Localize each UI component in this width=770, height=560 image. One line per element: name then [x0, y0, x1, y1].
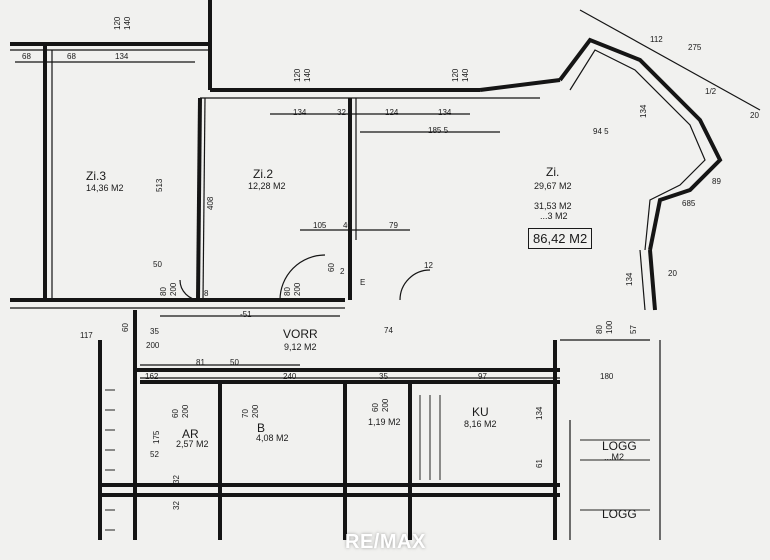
- dim-label: 175: [152, 430, 161, 444]
- dim-label: 68: [22, 52, 31, 61]
- room-zi1-area: 29,67 M2: [534, 181, 572, 191]
- dim-label: 8: [204, 289, 209, 298]
- dim-label: 94 5: [593, 127, 609, 136]
- room-ku-area: 8,16 M2: [464, 419, 497, 429]
- dim-label: 74: [384, 326, 393, 335]
- room-zi3-area: 14,36 M2: [86, 183, 124, 193]
- dim-label: 140: [303, 68, 312, 82]
- dim-label: 134: [438, 108, 452, 117]
- dim-label: 50: [230, 358, 239, 367]
- dim-label: 80: [283, 287, 292, 296]
- dim-label: 112: [650, 35, 663, 44]
- dim-label: 40: [343, 221, 352, 230]
- dim-label: 124: [385, 108, 399, 117]
- dim-label: 81: [196, 358, 205, 367]
- brand-logo-text: RE/MAX: [345, 531, 426, 553]
- room-zi2-area: 12,28 M2: [248, 181, 286, 191]
- room-b-area: 4,08 M2: [256, 433, 289, 443]
- dim-label: 79: [389, 221, 398, 230]
- dim-label: 240: [283, 372, 297, 381]
- room-vorr-area: 9,12 M2: [284, 342, 317, 352]
- dim-label: 685: [682, 199, 696, 208]
- room-ar-name: AR: [182, 427, 199, 441]
- room-b-name: B: [257, 421, 266, 435]
- room-zi2-name: Zi.2: [253, 167, 274, 181]
- dim-label: 140: [123, 16, 132, 30]
- dim-label: 50: [153, 260, 162, 269]
- room-zi3-name: Zi.3: [86, 169, 107, 183]
- entrance-mark: E: [360, 278, 366, 287]
- dim-label: 60: [171, 409, 180, 418]
- dim-label: 97: [478, 372, 487, 381]
- dim-label: 134: [293, 108, 307, 117]
- dim-label: 200: [251, 404, 260, 418]
- dim-label: 180: [600, 372, 614, 381]
- room-zi1-area-alt: 31,53 M2: [534, 201, 572, 211]
- dim-label: 68: [67, 52, 76, 61]
- dim-label: 140: [461, 68, 470, 82]
- dim-label: 100: [605, 320, 614, 334]
- room-ar-area: 2,57 M2: [176, 439, 209, 449]
- dim-label: 120: [113, 16, 122, 30]
- dim-label: 200: [181, 404, 190, 418]
- dim-label: 134: [625, 272, 634, 286]
- dim-label: 408: [206, 196, 215, 210]
- room-zi1-area-alt2: ...3 M2: [540, 211, 568, 221]
- dim-label: 105: [313, 221, 327, 230]
- dim-label: 60: [371, 403, 380, 412]
- dim-label: 57: [629, 325, 638, 334]
- dim-label: 80: [595, 325, 604, 334]
- room-zi1-name: Zi.: [546, 165, 560, 179]
- dim-label: 20: [750, 111, 759, 120]
- dim-label: 185 5: [428, 126, 449, 135]
- door-swings: [179, 254, 431, 301]
- dim-label: 162: [145, 372, 159, 381]
- dim-label: 200: [169, 282, 178, 296]
- dim-label: 60: [327, 263, 336, 272]
- dim-label: 32: [172, 501, 181, 510]
- dimension-lines: [15, 9, 761, 379]
- dim-label: 61: [535, 459, 544, 468]
- room-logg1-area: ...M2: [604, 452, 625, 462]
- dim-label: 60: [121, 323, 130, 332]
- exterior-walls: [10, 0, 723, 311]
- dim-label: 1/2: [705, 87, 717, 96]
- wall-hatching: [105, 389, 650, 531]
- dim-label: 35: [150, 327, 159, 336]
- room-vorr-name: VORR: [283, 327, 318, 341]
- dim-label: 70: [241, 409, 250, 418]
- dim-label: 200: [146, 341, 160, 350]
- dim-label: 200: [381, 398, 390, 412]
- dim-label: 35: [379, 372, 388, 381]
- dim-label: 80: [159, 287, 168, 296]
- room-wc-area: 1,19 M2: [368, 417, 401, 427]
- interior-walls: [98, 97, 661, 540]
- dim-label: 120: [451, 68, 460, 82]
- total-area-box: 86,42 M2: [528, 228, 593, 249]
- dim-label: 32: [337, 108, 346, 117]
- dim-label: 117: [80, 331, 93, 340]
- dim-label: 134: [639, 104, 648, 118]
- dim-label: 134: [535, 406, 544, 420]
- room-logg1-name: LOGG: [602, 439, 637, 453]
- dim-label: 20: [668, 269, 677, 278]
- dim-label: -51: [240, 310, 252, 319]
- room-ku-name: KU: [472, 405, 489, 419]
- dim-label: 89: [712, 177, 721, 186]
- dim-label: 2: [340, 267, 345, 276]
- dim-label: 513: [155, 178, 164, 192]
- room-logg2-name: LOGG: [602, 507, 637, 521]
- dim-label: 52: [150, 450, 159, 459]
- dim-label: 134: [115, 52, 129, 61]
- dim-label: 200: [293, 282, 302, 296]
- dim-label: 32: [172, 475, 181, 484]
- dim-label: 275: [688, 43, 702, 52]
- dim-label: 120: [293, 68, 302, 82]
- dim-label: 12: [424, 261, 433, 270]
